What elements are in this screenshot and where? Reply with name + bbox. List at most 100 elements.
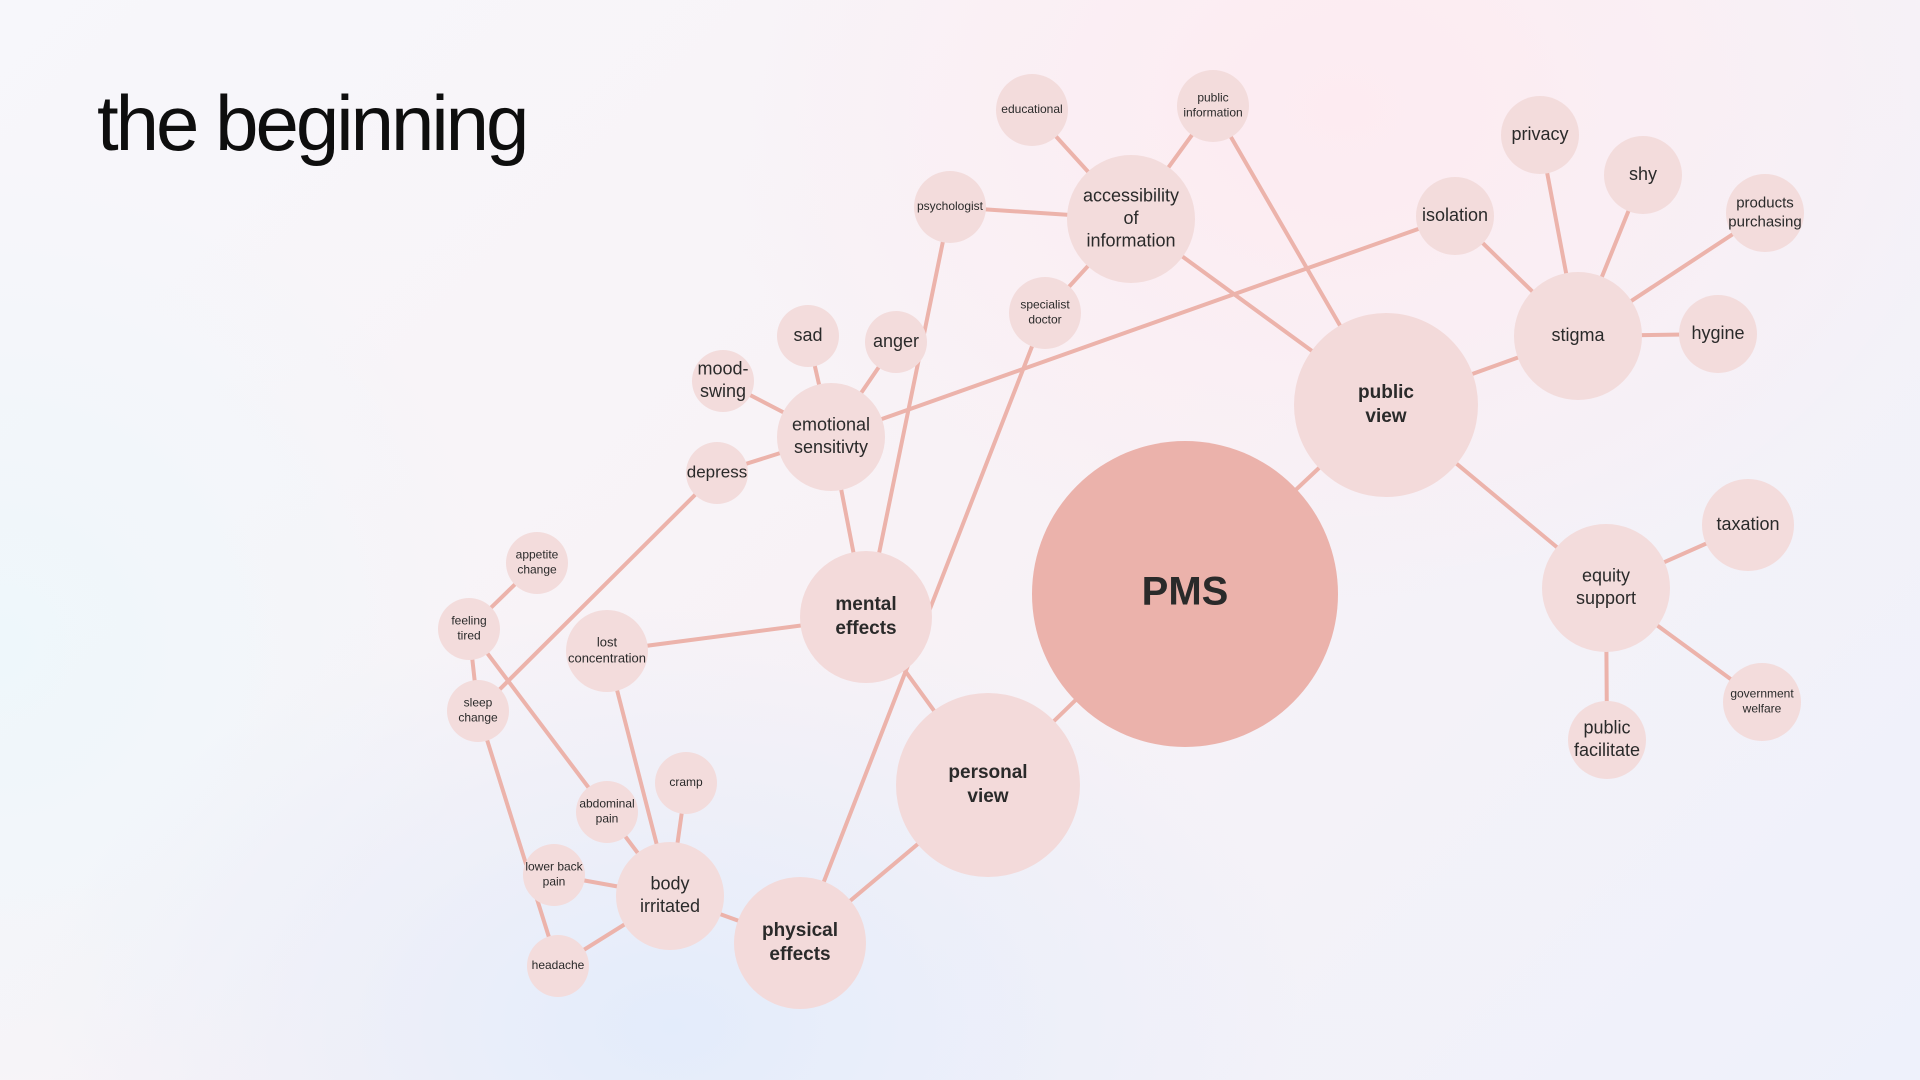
node-circle — [523, 844, 585, 906]
node-label: physical — [762, 920, 838, 941]
node-label: headache — [532, 958, 585, 972]
node-label: public — [1583, 718, 1630, 738]
node-circle — [1702, 479, 1794, 571]
node-circle — [1542, 524, 1670, 652]
node-stigma: stigma — [1514, 272, 1642, 400]
node-label: depress — [687, 462, 747, 481]
node-label: facilitate — [1574, 740, 1640, 760]
slide-title: the beginning — [97, 79, 529, 167]
node-label: products — [1736, 195, 1794, 212]
node-label: anger — [873, 331, 919, 351]
node-label: body — [650, 874, 689, 894]
node-shy: shy — [1604, 136, 1682, 214]
node-label: effects — [835, 618, 896, 639]
node-label: concentration — [568, 651, 646, 666]
node-label: mental — [835, 594, 896, 615]
node-label: welfare — [1742, 702, 1782, 716]
node-label: view — [1365, 406, 1406, 427]
node-label: public — [1197, 91, 1228, 105]
node-label: PMS — [1142, 570, 1229, 614]
node-pms: PMS — [1032, 441, 1338, 747]
node-circle — [1723, 663, 1801, 741]
node-mood-swing: mood-swing — [692, 350, 754, 412]
node-psychologist: psychologist — [914, 171, 986, 243]
node-label: of — [1123, 208, 1139, 228]
node-label: public — [1358, 382, 1414, 403]
node-circle — [1726, 174, 1804, 252]
node-label: psychologist — [917, 199, 984, 213]
node-circle — [1067, 155, 1195, 283]
node-circle — [1416, 177, 1494, 255]
node-label: sleep — [464, 696, 493, 710]
node-label: view — [967, 786, 1008, 807]
node-educational: educational — [996, 74, 1068, 146]
node-circle — [692, 350, 754, 412]
node-label: appetite — [516, 548, 559, 562]
node-label: purchasing — [1728, 213, 1801, 230]
node-label: sad — [793, 325, 822, 345]
node-personal-view: personal view — [896, 693, 1080, 877]
node-label: feeling — [451, 614, 486, 628]
node-circle — [1009, 277, 1081, 349]
edge-feeling-tired-abdominal-pain — [467, 627, 609, 814]
node-circle — [566, 610, 648, 692]
node-mental-effects: mental effects — [800, 551, 932, 683]
node-lost-concentration: lost concentration — [566, 610, 648, 692]
node-circle — [506, 532, 568, 594]
node-circle — [616, 842, 724, 950]
node-label: stigma — [1551, 325, 1605, 345]
node-hygine: hygine — [1679, 295, 1757, 373]
node-label: lost — [597, 634, 618, 649]
node-public-view: public view — [1294, 313, 1478, 497]
node-label: cramp — [669, 775, 703, 789]
edge-sleep-change-headache — [476, 709, 560, 968]
node-circle — [447, 680, 509, 742]
node-label: change — [458, 711, 498, 725]
edge-isolation-emotional-sensitivity — [829, 214, 1457, 439]
edge-depress-sleep-change — [476, 471, 719, 713]
node-circle — [655, 752, 717, 814]
node-privacy: privacy — [1501, 96, 1579, 174]
node-label: irritated — [640, 896, 700, 916]
node-circle — [1177, 70, 1249, 142]
mind-map-nodes: PMS public view personal view mental effects ph… — [438, 70, 1804, 1009]
node-label: abdominal — [579, 797, 634, 811]
node-circle — [734, 877, 866, 1009]
node-circle — [1032, 441, 1338, 747]
node-label: personal — [948, 762, 1027, 783]
node-anger: anger — [865, 311, 927, 373]
node-circle — [1514, 272, 1642, 400]
edge-mental-effects-psychologist — [864, 205, 952, 619]
node-circle — [438, 598, 500, 660]
node-label: effects — [769, 944, 830, 965]
node-circle — [777, 305, 839, 367]
node-headache: headache — [527, 935, 589, 997]
node-circle — [1604, 136, 1682, 214]
node-label: taxation — [1716, 514, 1779, 534]
node-sad: sad — [777, 305, 839, 367]
node-label: tired — [457, 629, 480, 643]
node-label: change — [517, 563, 557, 577]
node-label: shy — [1629, 164, 1657, 184]
node-circle — [800, 551, 932, 683]
node-label: equity — [1582, 566, 1630, 586]
node-circle — [777, 383, 885, 491]
node-circle — [1568, 701, 1646, 779]
node-label: sensitivty — [794, 437, 868, 457]
node-label: lower back — [525, 860, 583, 874]
node-taxation: taxation — [1702, 479, 1794, 571]
node-label: information — [1183, 106, 1242, 120]
node-circle — [1501, 96, 1579, 174]
node-label: doctor — [1028, 313, 1061, 327]
